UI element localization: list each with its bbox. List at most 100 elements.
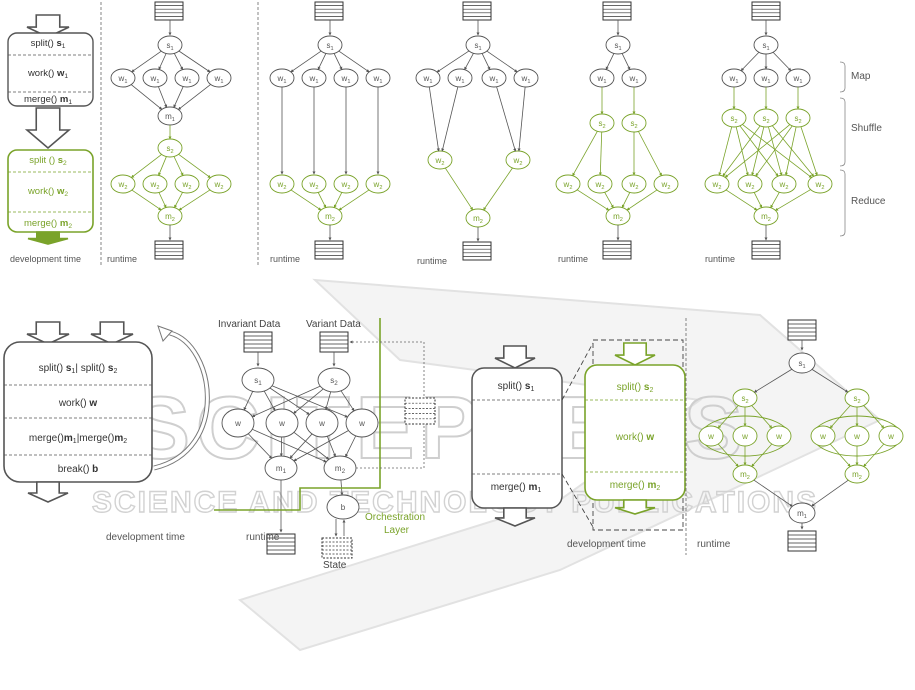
edge [771, 125, 815, 177]
node-label: s2 [794, 114, 801, 125]
node-label: m2 [852, 470, 862, 481]
node-label: w2 [214, 180, 224, 191]
worker-node: w [305, 408, 339, 438]
worker-node: w [698, 425, 724, 447]
node-label: s1 [254, 376, 262, 387]
worker-node: w2 [269, 174, 295, 194]
node-ellipse [206, 174, 232, 194]
worker-node: w [732, 425, 758, 447]
edge [178, 153, 211, 179]
edge [293, 431, 330, 460]
merge-node: m1 [788, 502, 816, 524]
split-node: s1 [788, 352, 816, 374]
db-body [321, 537, 353, 559]
merge-node: m2 [157, 206, 183, 226]
edge [598, 131, 603, 176]
worker-node: w1 [721, 68, 747, 88]
node-ellipse [365, 174, 391, 194]
node-ellipse [605, 35, 631, 55]
node-label: w [234, 419, 241, 428]
worker-node: w1 [333, 68, 359, 88]
split-node: s1 [241, 367, 275, 393]
edge [739, 125, 779, 177]
node-label: w1 [150, 74, 160, 85]
node-label: w1 [277, 74, 287, 85]
orch-runtime-caption: runtime [246, 532, 280, 543]
node-label: m2 [613, 212, 623, 223]
node-label: w1 [521, 74, 531, 85]
zoom-line [561, 473, 594, 528]
db-body [751, 1, 781, 21]
edge [247, 433, 273, 459]
iter-input-arrow-1 [26, 321, 70, 345]
worker-node: w1 [174, 68, 200, 88]
node-label: w2 [629, 180, 639, 191]
node-label: w [358, 419, 365, 428]
node-label: w1 [455, 74, 465, 85]
node-ellipse [305, 408, 339, 438]
edge [621, 53, 631, 71]
input-db [314, 1, 344, 21]
edge [638, 131, 662, 177]
node-label: w1 [423, 74, 433, 85]
input-db [787, 319, 817, 341]
node-label: w [853, 432, 860, 441]
invariant-db [243, 331, 273, 353]
edge [483, 167, 513, 211]
db-body [602, 1, 632, 21]
worker-node: w2 [704, 174, 730, 194]
node-ellipse [110, 174, 136, 194]
input-db [751, 1, 781, 21]
split-node: s2 [157, 138, 183, 158]
output-db [602, 240, 632, 260]
worker-node: w2 [174, 174, 200, 194]
db-body [314, 240, 344, 260]
merge-node: m2 [465, 208, 491, 228]
node-label: m2 [740, 470, 750, 481]
node-ellipse [447, 68, 473, 88]
dev-mid-arrow [24, 107, 72, 150]
db-body [787, 319, 817, 341]
edge [333, 53, 343, 71]
db-body [243, 331, 273, 353]
worker-node: w1 [415, 68, 441, 88]
edge [717, 405, 739, 429]
worker-node: w1 [481, 68, 507, 88]
merge-node: m1 [264, 455, 298, 481]
worker-node: w2 [505, 150, 531, 170]
edge [178, 189, 211, 211]
edge [774, 189, 811, 211]
merge-node: m2 [753, 206, 779, 226]
dev-box-gray [7, 32, 94, 107]
edge [753, 368, 793, 393]
node-ellipse [698, 425, 724, 447]
split-node: s2 [753, 108, 779, 128]
node-label: w [741, 432, 748, 441]
worker-node: w2 [653, 174, 679, 194]
node-ellipse [807, 174, 833, 194]
node-label: w2 [661, 180, 671, 191]
node-label: w1 [373, 74, 383, 85]
edge [604, 192, 614, 209]
edge [753, 192, 763, 209]
node-label: w2 [779, 180, 789, 191]
worker-node: w1 [589, 68, 615, 88]
edge [517, 86, 526, 152]
edge [772, 52, 792, 72]
edge [290, 189, 322, 211]
worker-node: w [221, 408, 255, 438]
node-ellipse [174, 68, 200, 88]
node-label: w1 [761, 74, 771, 85]
node-ellipse [301, 174, 327, 194]
runtime-caption: runtime [417, 256, 447, 266]
split-node: s2 [317, 367, 351, 393]
node-label: w2 [595, 180, 605, 191]
phase-map-label: Map [851, 71, 871, 82]
node-label: w2 [309, 180, 319, 191]
node-label: w [318, 419, 325, 428]
db-body [602, 240, 632, 260]
iter-dev-box [3, 341, 153, 483]
db-body [266, 533, 296, 555]
edge [269, 387, 310, 415]
edge [243, 391, 254, 411]
